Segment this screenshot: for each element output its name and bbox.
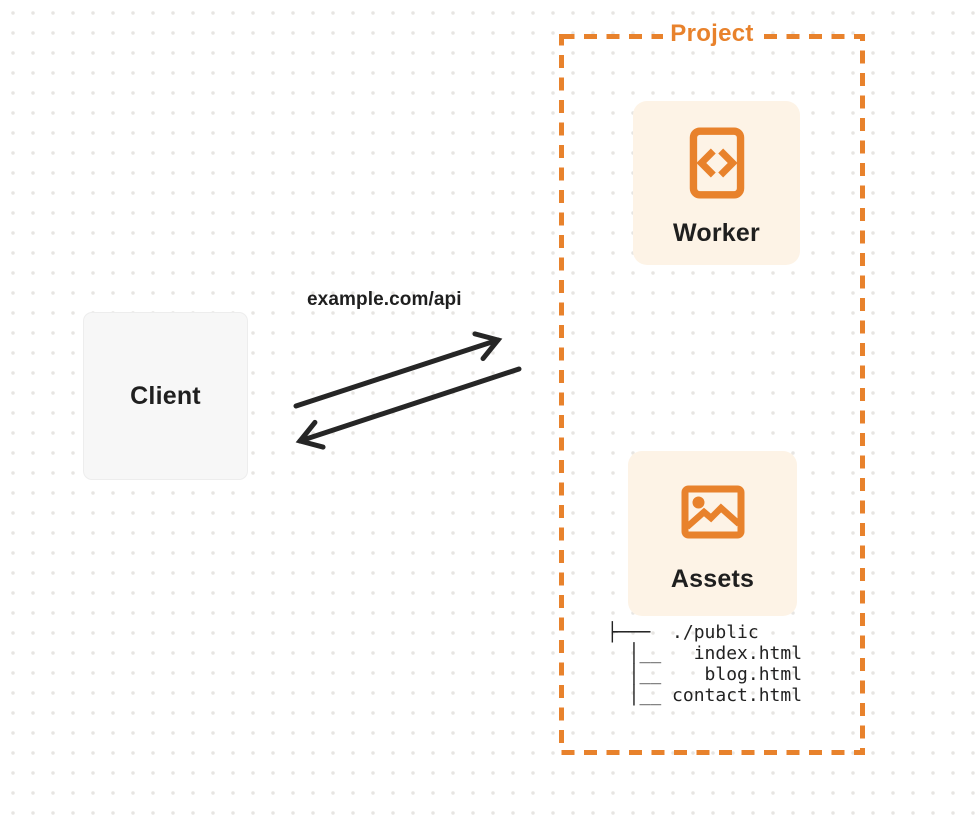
image-icon [681,485,745,539]
client-label: Client [130,381,201,410]
code-icon [688,127,746,199]
assets-label: Assets [670,565,755,593]
worker-label: Worker [673,219,760,247]
file-tree-line: ├─── ./public [607,622,759,643]
file-tree-line: │__ contact.html [607,685,803,706]
assets-node: Assets [628,451,797,616]
project-title: Project [559,20,865,48]
request-url-label: example.com/api [307,289,462,310]
worker-node: Worker [633,101,800,265]
project-title-label: Project [663,20,761,48]
file-tree-line: │__ blog.html [607,664,803,685]
client-node: Client [83,312,248,480]
file-tree-line: │__ index.html [607,643,803,664]
request-arrow [293,331,503,409]
file-tree: ├─── ./public │__ index.html │__ blog.ht… [607,622,802,706]
response-arrow [295,366,522,450]
